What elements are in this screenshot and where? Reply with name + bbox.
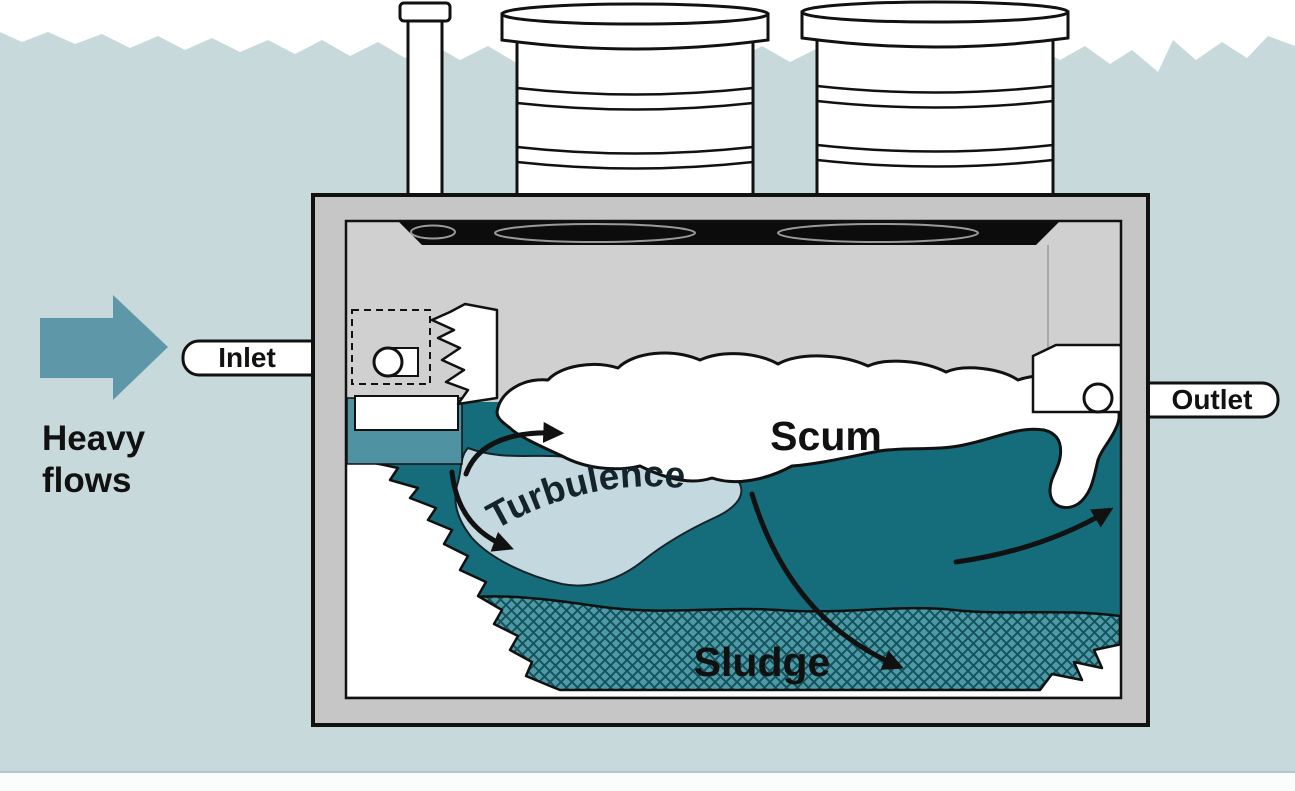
left-riser [500, 2, 770, 200]
scum-label: Scum [770, 413, 882, 459]
flow-arrow-up-right [463, 421, 565, 477]
tank-walls [311, 193, 1150, 727]
outlet-pipe-opening [1082, 382, 1114, 414]
floor-broken-edge [343, 446, 1124, 700]
heavy-flows-label-line1: Heavy [42, 419, 146, 458]
heavy-flow-arrow [40, 295, 168, 400]
sludge-label: Sludge [694, 639, 831, 685]
inlet-baffle [346, 302, 499, 465]
flow-arrows [449, 421, 1114, 670]
outlet-baffle [1031, 343, 1127, 414]
scum-layer [495, 351, 1121, 509]
outlet-label: Outlet [1172, 384, 1253, 415]
vent-pipe [398, 1, 452, 202]
heavy-flows-label-line2: flows [42, 461, 131, 500]
flow-arrow-to-sludge [749, 491, 904, 670]
right-riser [800, 0, 1070, 200]
inlet-pipe-opening [372, 346, 404, 378]
bottom-strip [0, 772, 1295, 791]
flow-arrow-down-left [449, 469, 514, 552]
ceiling-openings [398, 221, 1060, 245]
inlet-label: Inlet [218, 342, 276, 373]
inlet-baffle-hidden-outline [351, 309, 431, 385]
flow-arrow-to-outlet [953, 507, 1114, 565]
